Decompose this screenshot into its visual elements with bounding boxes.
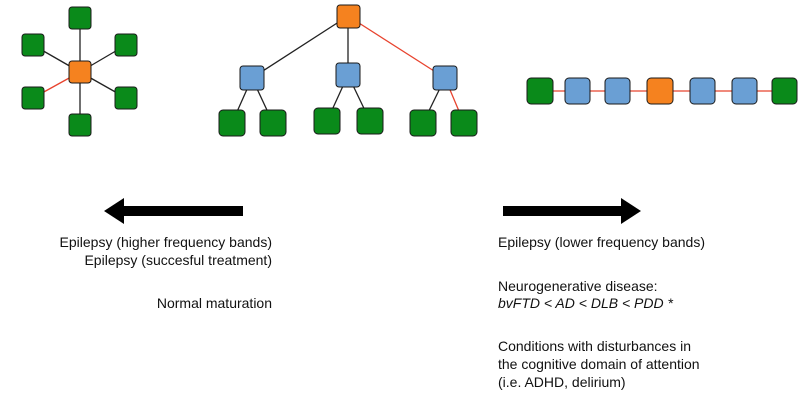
line-hub-node: [646, 77, 674, 105]
tree-intermediate-node: [335, 62, 361, 88]
star-leaf-node: [21, 33, 45, 57]
star-leaf-node: [68, 6, 92, 30]
line-topology: [526, 77, 798, 105]
left-text-line-1: Epilepsy (higher frequency bands): [59, 234, 272, 250]
tree-intermediate-node: [432, 65, 458, 91]
line-intermediate-node: [564, 77, 591, 105]
tree-leaf-node: [356, 107, 384, 135]
star-leaf-node: [21, 86, 45, 110]
star-leaf-node: [114, 33, 138, 57]
left-arrow: [104, 198, 243, 224]
right-text-line-4: Conditions with disturbances in: [498, 338, 691, 354]
tree-topology: [218, 4, 478, 137]
tree-leaf-node: [313, 107, 341, 135]
right-text-line-6: (i.e. ADHD, delirium): [498, 374, 626, 390]
tree-edge: [251, 15, 349, 79]
tree-leaf-node: [218, 109, 246, 137]
right-text-line-3: bvFTD < AD < DLB < PDD *: [498, 295, 673, 311]
right-text-line-2: Neurogenerative disease:: [498, 278, 658, 294]
right-text-line-1: Epilepsy (lower frequency bands): [498, 234, 705, 250]
left-text-line-2: Epilepsy (succesful treatment): [84, 252, 272, 268]
star-hub-node: [68, 60, 92, 84]
star-topology: [21, 6, 138, 137]
line-intermediate-node: [689, 77, 716, 105]
tree-leaf-node: [259, 109, 287, 137]
star-leaf-node: [68, 113, 92, 137]
left-text-line-3: Normal maturation: [156, 295, 272, 311]
tree-leaf-node: [409, 109, 437, 137]
line-leaf-node: [771, 77, 798, 105]
star-leaf-node: [114, 86, 138, 110]
tree-root-hub-node: [336, 4, 361, 29]
tree-intermediate-node: [239, 65, 265, 91]
tree-edge-highlight: [347, 15, 446, 79]
tree-leaf-node: [450, 109, 478, 137]
right-text-line-5: the cognitive domain of attention: [498, 356, 700, 372]
line-leaf-node: [526, 77, 554, 105]
line-intermediate-node: [731, 77, 758, 105]
line-intermediate-node: [604, 77, 631, 105]
right-arrow: [503, 198, 641, 224]
